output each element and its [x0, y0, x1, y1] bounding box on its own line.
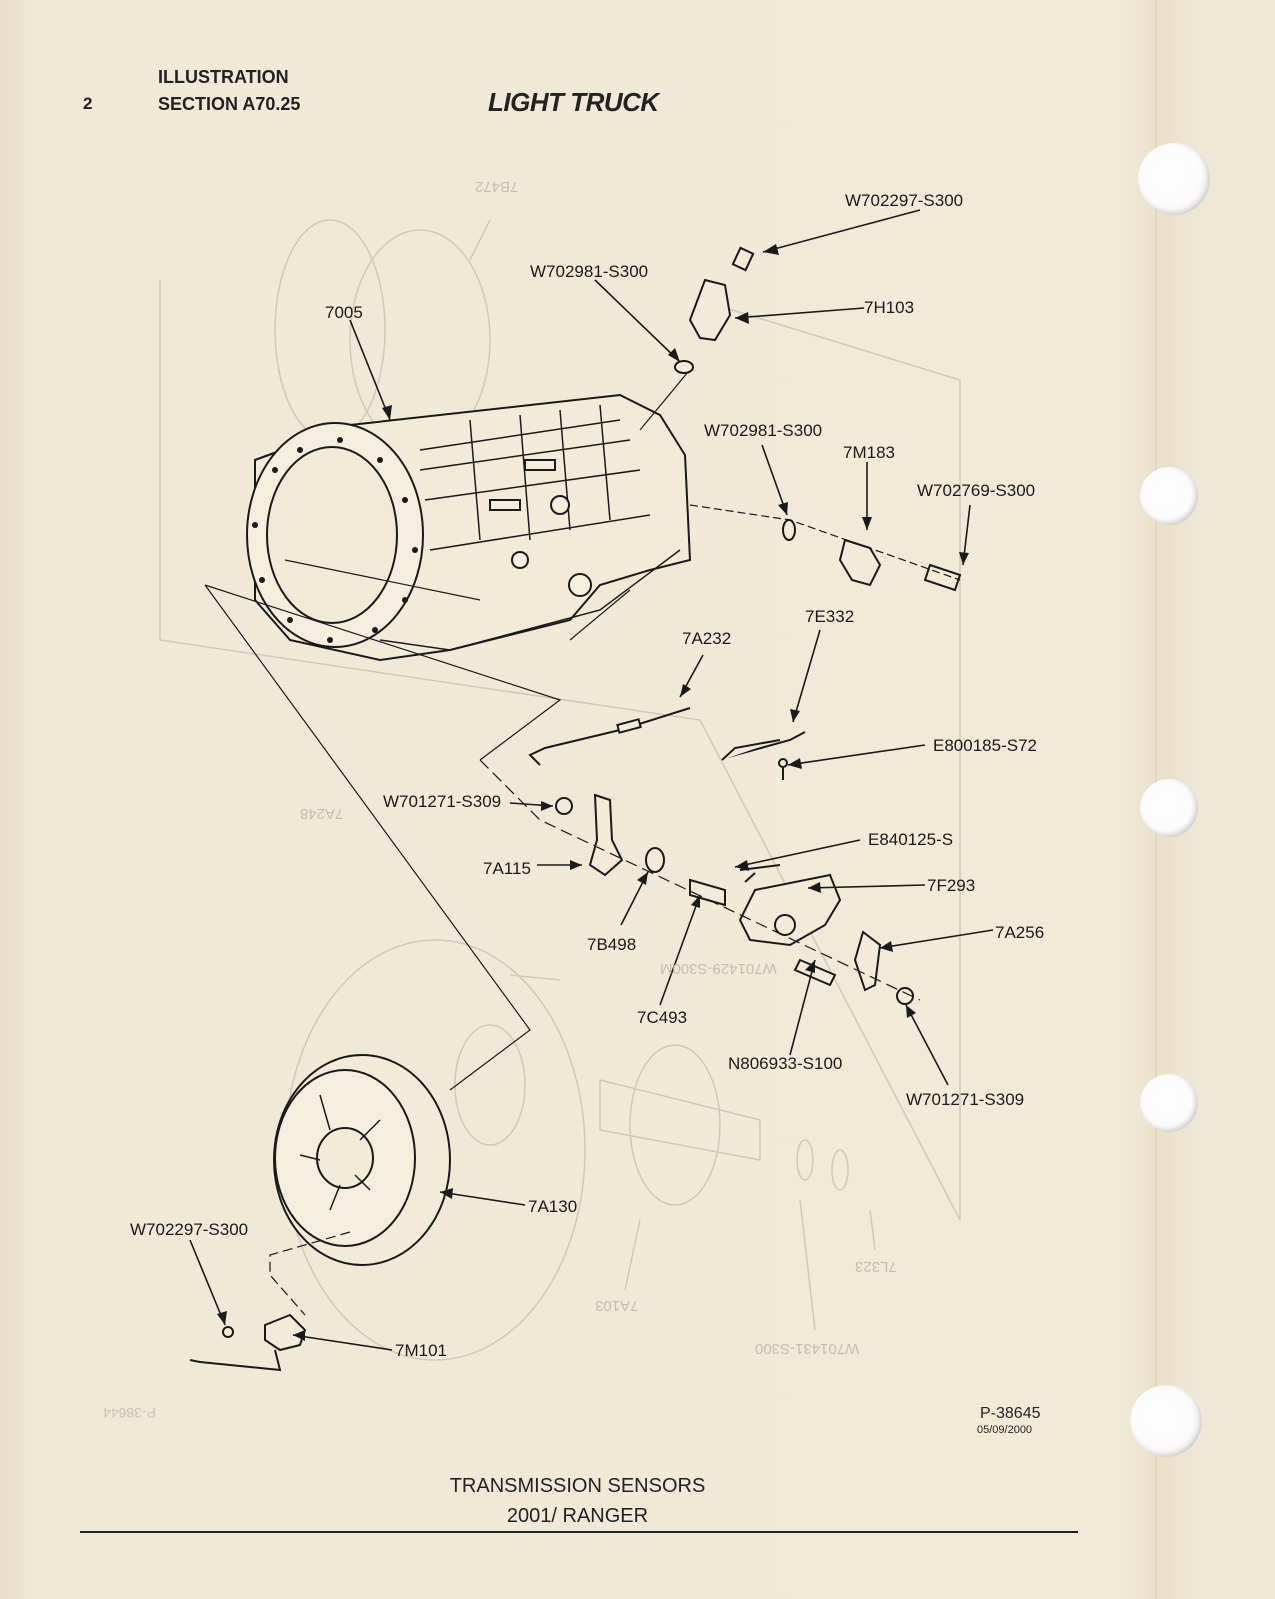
part-label-W702981-S300-mid: W702981-S300	[704, 421, 823, 440]
range-sensor-assembly	[689, 872, 914, 1005]
sensor-centerline	[639, 371, 689, 431]
part-label-7A256: 7A256	[995, 923, 1045, 942]
part-label-7F293: 7F293	[927, 876, 976, 895]
part-label-E800185-S72: E800185-S72	[933, 736, 1037, 755]
part-label-7A130: 7A130	[528, 1197, 578, 1216]
section-label: SECTION A70.25	[158, 94, 301, 114]
bleed-through-figure-number: P-38644	[103, 1405, 156, 1421]
binder-hole-1	[1138, 143, 1210, 215]
part-label-W702981-S300-top: W702981-S300	[530, 262, 649, 281]
bleed-through-text: W701429-S300M	[660, 960, 777, 977]
transmission-case	[246, 393, 692, 662]
part-label-W702297-S300-top: W702297-S300	[845, 191, 964, 210]
part-label-E840125-S: E840125-S	[868, 830, 954, 849]
manual-linkage	[528, 707, 806, 780]
sensor-7M101	[189, 1313, 307, 1372]
page-number: 2	[83, 94, 93, 113]
part-label-W701271-S309-left: W701271-S309	[383, 792, 502, 811]
bleed-through-text: 7A248	[300, 805, 344, 822]
case-bolt-holes	[252, 437, 418, 643]
drum-7A130	[273, 1054, 451, 1266]
speed-sensor-7H103	[674, 246, 755, 374]
part-label-W701271-S309-right: W701271-S309	[906, 1090, 1025, 1109]
part-label-7M101: 7M101	[395, 1341, 447, 1360]
assembly-lines	[204, 559, 921, 1091]
figure-number: P-38645	[980, 1405, 1041, 1422]
binder-hole-5	[1130, 1385, 1202, 1457]
sensor-7M183-centerline	[689, 504, 961, 581]
part-label-7A232: 7A232	[682, 629, 732, 648]
bleed-through-text: 7L323	[855, 1258, 897, 1275]
part-label-7C493: 7C493	[637, 1008, 688, 1027]
part-label-7B498: 7B498	[587, 935, 637, 954]
part-label-N806933-S100: N806933-S100	[728, 1054, 843, 1073]
binder-hole-3	[1140, 779, 1198, 837]
part-label-7H103: 7H103	[864, 298, 915, 317]
binder-hole-2	[1140, 467, 1198, 525]
figure-date: 05/09/2000	[977, 1424, 1033, 1436]
bleed-through-text: 7A103	[595, 1297, 639, 1314]
part-label-W702297-S300-bottom: W702297-S300	[130, 1220, 249, 1239]
leader-arrowheads	[217, 244, 969, 1341]
binder-hole-4	[1140, 1074, 1198, 1132]
footer-model: 2001/ RANGER	[506, 1505, 649, 1527]
footer-rule	[80, 1531, 1078, 1533]
illustration-label: ILLUSTRATION	[158, 67, 289, 87]
part-label-7A115: 7A115	[483, 859, 531, 878]
footer-title: TRANSMISSION SENSORS	[449, 1475, 706, 1497]
part-label-W702769-S300: W702769-S300	[917, 481, 1036, 500]
part-label-7M183: 7M183	[843, 443, 895, 462]
part-label-7005: 7005	[325, 303, 363, 322]
sensor-7M183	[782, 519, 962, 592]
bleed-through-text: 7B472	[475, 178, 519, 195]
bleed-through-text: W701431-S300	[755, 1340, 860, 1357]
sensor-7M101-centerline	[269, 1231, 351, 1316]
part-label-7E332: 7E332	[805, 607, 855, 626]
page-title: LIGHT TRUCK	[488, 87, 659, 117]
